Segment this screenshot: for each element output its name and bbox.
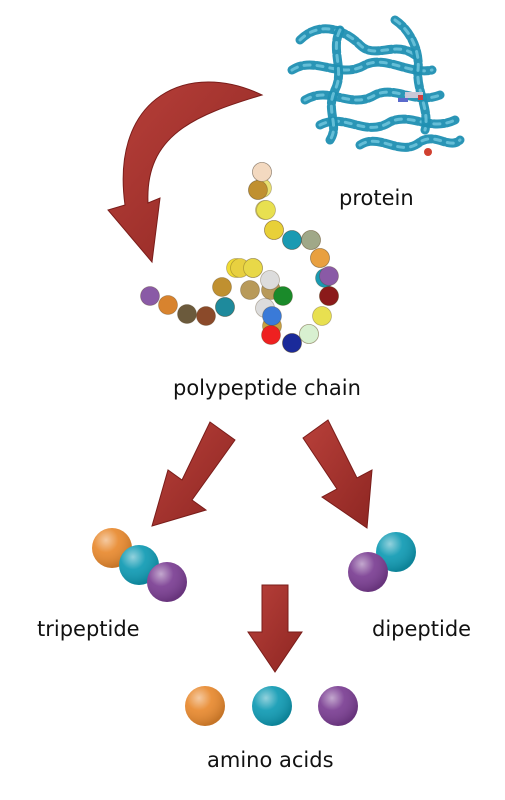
chain-bead [301, 230, 321, 250]
chain-bead [282, 230, 302, 250]
arrow-center-down [247, 584, 303, 673]
chain-bead [212, 277, 232, 297]
chain-bead [252, 162, 272, 182]
chain-bead [256, 200, 276, 220]
chain-bead [299, 324, 319, 344]
label-polypeptide-chain: polypeptide chain [173, 376, 361, 400]
label-dipeptide: dipeptide [372, 617, 472, 641]
chain-bead [282, 333, 302, 353]
curved-arrow [107, 81, 264, 264]
label-amino-acids: amino acids [207, 748, 334, 772]
label-tripeptide: tripeptide [37, 617, 140, 641]
label-protein: protein [339, 186, 414, 210]
chain-bead [158, 295, 178, 315]
dipeptide [348, 532, 416, 592]
chain-bead [319, 266, 339, 286]
chain-bead [261, 325, 281, 345]
chain-bead [319, 286, 339, 306]
chain-bead [196, 306, 216, 326]
chain-bead [248, 180, 268, 200]
arrow-right-down [302, 419, 373, 529]
protein-structure-image [287, 15, 465, 156]
chain-bead [177, 304, 197, 324]
chain-bead [273, 286, 293, 306]
chain-bead [240, 280, 260, 300]
tripeptide [92, 528, 187, 602]
chain-bead [215, 297, 235, 317]
chain-bead [312, 306, 332, 326]
chain-bead [140, 286, 160, 306]
polypeptide-chain [140, 162, 339, 353]
chain-bead [260, 270, 280, 290]
amino-acids [185, 686, 358, 726]
arrow-left-down [151, 421, 236, 527]
chain-bead [310, 248, 330, 268]
chain-bead [243, 258, 263, 278]
chain-bead [264, 220, 284, 240]
chain-bead [262, 306, 282, 326]
